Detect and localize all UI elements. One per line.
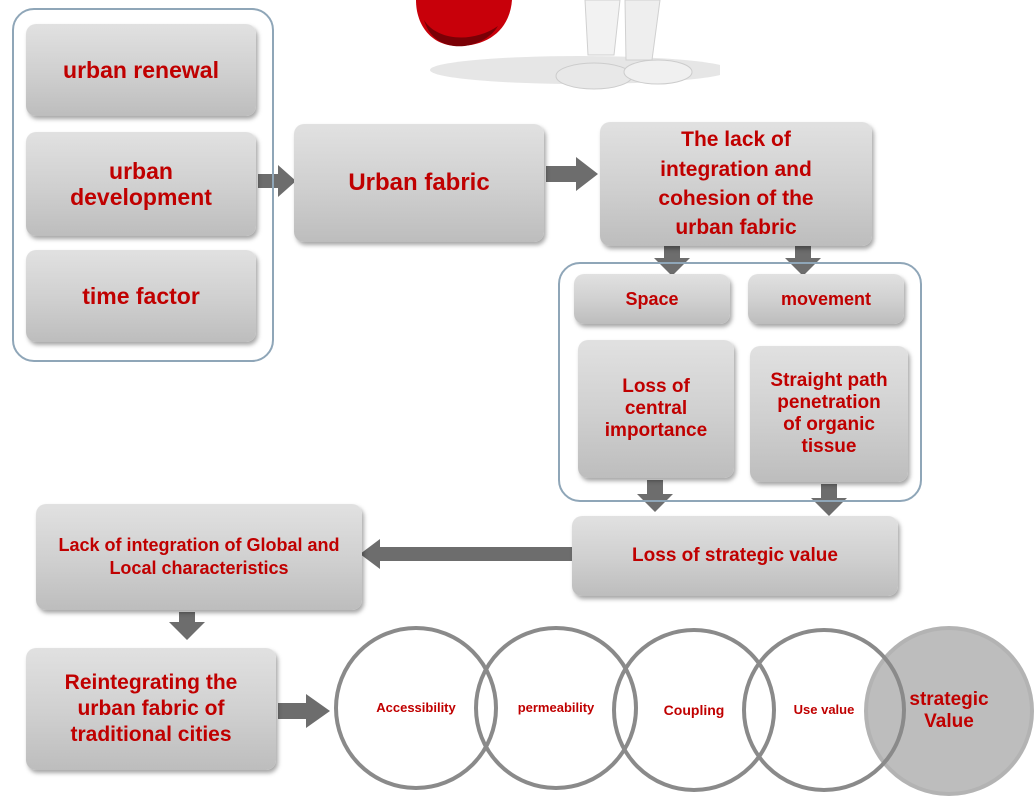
coupling-label: Coupling — [663, 701, 725, 718]
circle-strategic-value: strategic Value — [864, 626, 1034, 796]
strategic-value-label: strategic Value — [909, 689, 989, 732]
cause-time-factor-label: time factor — [82, 282, 200, 309]
movement-box: movement — [748, 274, 904, 324]
cause-urban-renewal: urban renewal — [26, 24, 256, 116]
problem-label: The lack of integration and cohesion of … — [658, 128, 814, 240]
cause-urban-renewal-label: urban renewal — [63, 56, 219, 83]
header-illustration — [380, 0, 730, 100]
movement-effect-label: Straight path penetration of organic tis… — [770, 370, 888, 457]
space-effect-box: Loss of central importance — [578, 340, 734, 478]
reintegrating-label: Reintegrating the urban fabric of tradit… — [64, 670, 238, 747]
problem-box: The lack of integration and cohesion of … — [600, 122, 872, 246]
circle-use-value: Use value — [742, 628, 906, 792]
movement-label: movement — [780, 288, 872, 309]
arrow-problem-to-space — [654, 246, 690, 276]
arrow-problem-to-movement — [785, 246, 821, 276]
urban-fabric-box: Urban fabric — [294, 124, 544, 242]
use-value-label: Use value — [793, 701, 855, 717]
space-box: Space — [574, 274, 730, 324]
dimensions-group — [558, 262, 922, 502]
loss-label: Loss of strategic value — [632, 545, 838, 567]
movement-effect-box: Straight path penetration of organic tis… — [750, 346, 908, 482]
space-effect-label: Loss of central importance — [604, 376, 708, 441]
cause-urban-development-label: urban development — [70, 157, 212, 210]
cause-time-factor: time factor — [26, 250, 256, 342]
reintegrating-box: Reintegrating the urban fabric of tradit… — [26, 648, 276, 770]
arrow-lack-to-reintegrating — [169, 612, 205, 640]
permeability-label: permeability — [517, 700, 595, 716]
arrow-loss-to-lack — [360, 539, 572, 569]
causes-group — [12, 8, 274, 362]
arrow-space-effect-to-loss — [637, 480, 673, 512]
urban-fabric-label: Urban fabric — [348, 169, 490, 197]
accessibility-label: Accessibility — [376, 699, 456, 715]
cause-urban-development: urban development — [26, 132, 256, 236]
arrow-reintegrating-to-circles — [278, 694, 330, 728]
space-label: Space — [625, 288, 679, 309]
arrow-fabric-to-problem — [546, 157, 598, 191]
lack-box: Lack of integration of Global and Local … — [36, 504, 362, 610]
arrow-causes-to-fabric — [258, 165, 296, 197]
loss-box: Loss of strategic value — [572, 516, 898, 596]
lack-label: Lack of integration of Global and Local … — [58, 534, 340, 578]
